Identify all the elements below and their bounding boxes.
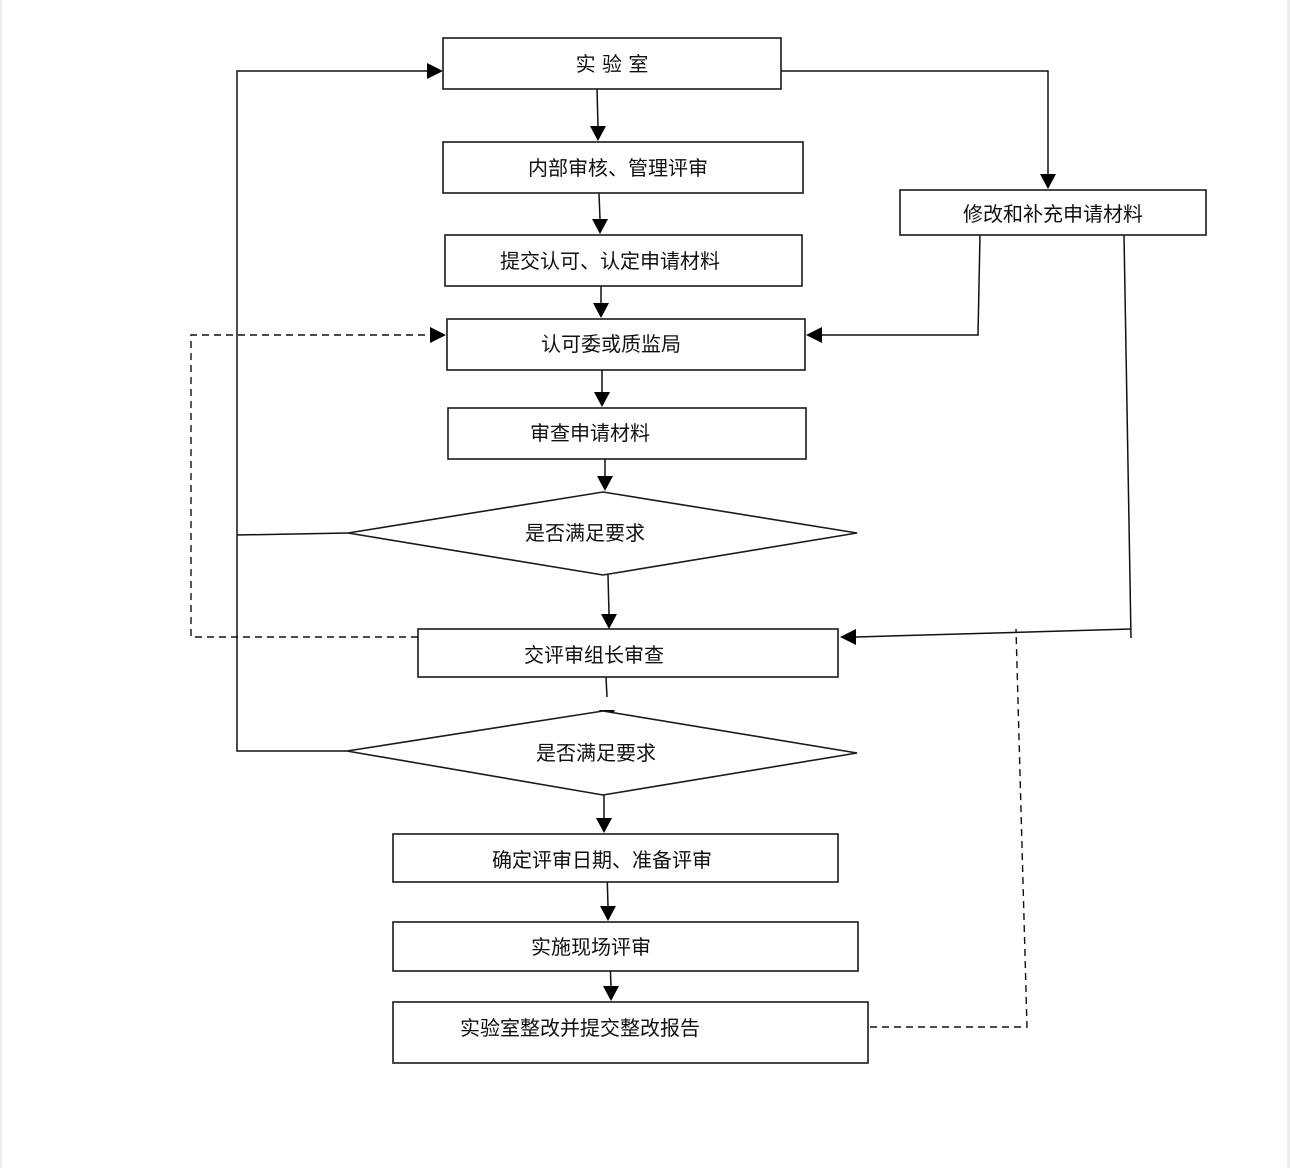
- node-decision-2: 是否满足要求: [346, 710, 858, 796]
- edge-lab-to-revise: [781, 70, 1049, 174]
- edge-decision1-to-team-leader: [607, 574, 610, 615]
- page-right-edge: [1287, 0, 1290, 1168]
- arrowhead-icon: [592, 219, 608, 234]
- node-revise-materials: 修改和补充申请材料: [899, 189, 1207, 236]
- node-review-materials-label: 审查申请材料: [530, 421, 650, 445]
- node-schedule-review: 确定评审日期、准备评审: [392, 833, 839, 883]
- arrowhead-icon: [601, 614, 617, 629]
- node-lab: 实 验 室: [442, 37, 782, 90]
- node-revise-materials-label: 修改和补充申请材料: [963, 202, 1143, 226]
- edge-team-leader-to-authority-dashed: [190, 334, 430, 638]
- edge-team-leader-to-decision2: [605, 676, 608, 698]
- node-decision-1: 是否满足要求: [347, 491, 858, 576]
- connectors: [190, 70, 1132, 1028]
- arrowhead-icon: [430, 327, 446, 343]
- arrowhead-icon: [596, 818, 612, 833]
- node-decision-2-label: 是否满足要求: [536, 741, 656, 765]
- node-authority-label: 认可委或质监局: [541, 332, 681, 356]
- node-onsite-review-label: 实施现场评审: [531, 935, 651, 959]
- arrowhead-icon: [600, 906, 616, 921]
- node-decision-1-label: 是否满足要求: [525, 521, 645, 545]
- node-team-leader-review: 交评审组长审查: [417, 628, 839, 678]
- edge-internal-audit-to-submit: [598, 192, 601, 220]
- edge-revise-to-team-leader: [855, 628, 1132, 638]
- edge-revise-to-authority: [822, 234, 981, 336]
- arrowhead-icon: [806, 327, 822, 343]
- edge-revise-down: [1123, 234, 1132, 639]
- arrowhead-icon: [603, 986, 619, 1001]
- edge-decision2-no-to-lab: [236, 70, 427, 752]
- edge-decision1-no: [236, 532, 349, 536]
- node-lab-label: 实 验 室: [576, 52, 649, 76]
- edge-lab-to-internal-audit: [596, 88, 599, 127]
- node-corrective-report-label: 实验室整改并提交整改报告: [460, 1016, 700, 1040]
- node-internal-audit-label: 内部审核、管理评审: [528, 156, 708, 180]
- node-authority: 认可委或质监局: [446, 318, 806, 371]
- arrowhead-icon: [840, 629, 856, 645]
- node-submit-application: 提交认可、认定申请材料: [444, 234, 803, 287]
- node-team-leader-review-label: 交评审组长审查: [524, 643, 664, 667]
- node-review-materials: 审查申请材料: [447, 407, 807, 460]
- node-onsite-review: 实施现场评审: [392, 921, 859, 972]
- arrowhead-icon: [594, 392, 610, 407]
- page-left-edge: [0, 0, 2, 1168]
- node-schedule-review-label: 确定评审日期、准备评审: [492, 848, 712, 872]
- arrowhead-icon: [427, 63, 443, 79]
- edge-corrective-to-team-leader-dashed: [858, 628, 1028, 1028]
- arrowhead-icon: [1040, 174, 1056, 189]
- arrowhead-icon: [597, 476, 613, 491]
- arrowhead-icon: [593, 303, 609, 318]
- node-internal-audit: 内部审核、管理评审: [442, 141, 804, 194]
- arrowhead-icon: [590, 126, 606, 141]
- node-submit-application-label: 提交认可、认定申请材料: [500, 249, 720, 273]
- node-corrective-report: 实验室整改并提交整改报告: [392, 1001, 869, 1064]
